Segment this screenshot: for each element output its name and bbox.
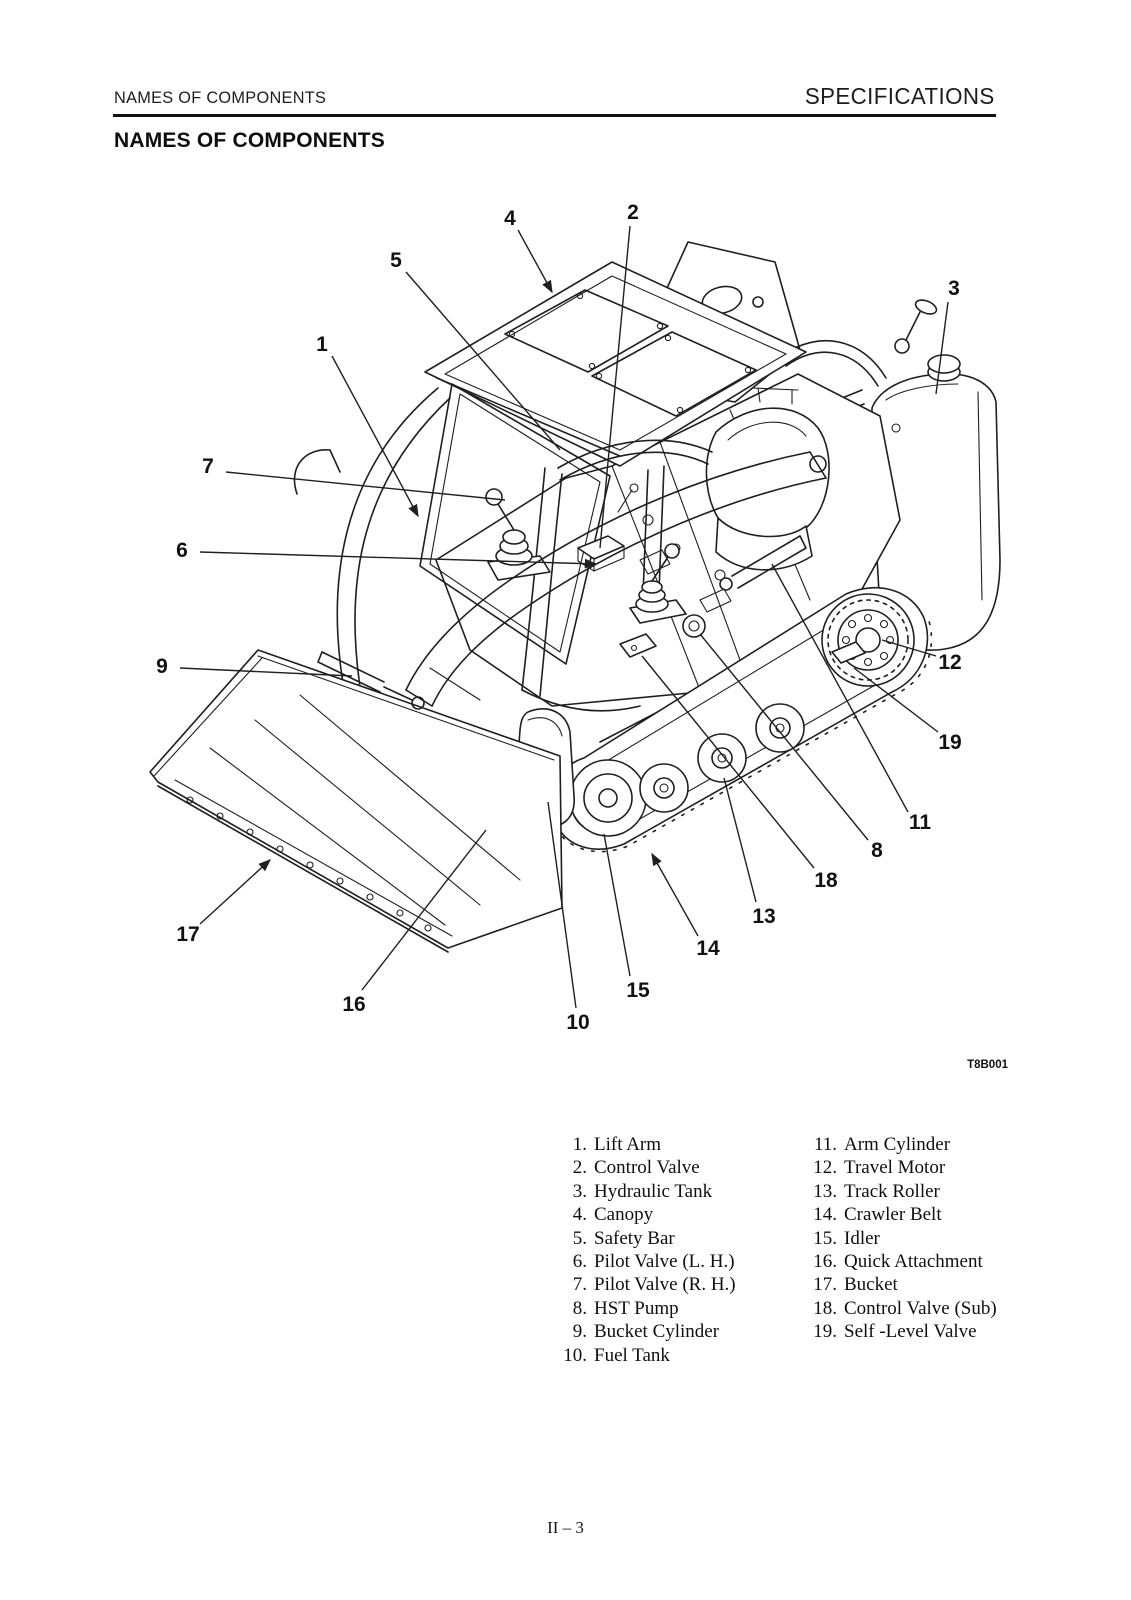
part-number: 10. bbox=[563, 1344, 587, 1366]
part-name: Pilot Valve (L. H.) bbox=[594, 1251, 735, 1273]
callout-15: 15 bbox=[626, 979, 650, 1002]
part-name: Travel Motor bbox=[844, 1157, 946, 1179]
part-name: Idler bbox=[844, 1227, 880, 1249]
parts-list-item: 16. Quick Attachment bbox=[795, 1250, 997, 1273]
callout-13: 13 bbox=[752, 905, 775, 928]
callout-9: 9 bbox=[156, 655, 168, 678]
part-number: 18. bbox=[813, 1297, 837, 1319]
callout-4: 4 bbox=[504, 207, 516, 230]
parts-list-column-left: 1. Lift Arm 2. Control Valve 3. Hydraulic T… bbox=[545, 1133, 795, 1367]
part-number: 13. bbox=[813, 1180, 837, 1202]
part-name: Bucket Cylinder bbox=[594, 1321, 720, 1343]
part-name: Lift Arm bbox=[594, 1134, 662, 1155]
part-name: Bucket bbox=[844, 1274, 898, 1296]
part-number: 1. bbox=[572, 1134, 587, 1155]
part-name: Pilot Valve (R. H.) bbox=[594, 1274, 736, 1296]
part-number: 12. bbox=[813, 1157, 837, 1179]
part-number: 17. bbox=[813, 1274, 837, 1296]
part-name: Arm Cylinder bbox=[844, 1134, 951, 1155]
callout-17: 17 bbox=[176, 923, 199, 946]
parts-list-item: 2. Control Valve bbox=[545, 1156, 795, 1179]
parts-list-item: 17. Bucket bbox=[795, 1273, 997, 1296]
parts-list: 1. Lift Arm 2. Control Valve 3. Hydraulic T… bbox=[545, 1133, 1015, 1367]
callout-16: 16 bbox=[342, 993, 365, 1016]
callout-14: 14 bbox=[696, 937, 720, 960]
part-number: 19. bbox=[813, 1321, 837, 1343]
callout-12: 12 bbox=[938, 651, 961, 674]
callout-6: 6 bbox=[176, 539, 188, 562]
parts-list-item: 5. Safety Bar bbox=[545, 1227, 795, 1250]
part-number: 9. bbox=[572, 1321, 587, 1343]
part-name: Self -Level Valve bbox=[844, 1321, 977, 1343]
part-number: 8. bbox=[572, 1297, 587, 1319]
callout-11: 11 bbox=[909, 811, 932, 834]
header-divider bbox=[113, 114, 996, 117]
callout-10: 10 bbox=[566, 1011, 589, 1034]
parts-list-item: 3. Hydraulic Tank bbox=[545, 1180, 795, 1203]
parts-list-item: 15. Idler bbox=[795, 1227, 997, 1250]
parts-list-column-right: 11. Arm Cylinder 12. Travel Motor 13. Track… bbox=[795, 1133, 997, 1367]
callout-18: 18 bbox=[814, 869, 838, 892]
part-number: 2. bbox=[572, 1157, 587, 1179]
parts-list-item: 18. Control Valve (Sub) bbox=[795, 1297, 997, 1320]
parts-list-item: 4. Canopy bbox=[545, 1203, 795, 1226]
parts-list-item: 9. Bucket Cylinder bbox=[545, 1320, 795, 1343]
running-header-section: NAMES OF COMPONENTS bbox=[114, 88, 327, 107]
part-number: 5. bbox=[572, 1227, 587, 1249]
callout-8: 8 bbox=[871, 839, 883, 862]
part-name: Canopy bbox=[594, 1204, 654, 1226]
leader-lines bbox=[179, 225, 949, 1009]
callout-5: 5 bbox=[390, 249, 402, 272]
part-name: Track Roller bbox=[844, 1180, 940, 1202]
part-name: Safety Bar bbox=[594, 1227, 675, 1249]
parts-list-item: 13. Track Roller bbox=[795, 1180, 997, 1203]
parts-list-item: 10. Fuel Tank bbox=[545, 1344, 795, 1367]
parts-list-item: 12. Travel Motor bbox=[795, 1156, 997, 1179]
part-number: 6. bbox=[572, 1251, 587, 1273]
part-number: 4. bbox=[572, 1204, 587, 1226]
part-name: Control Valve (Sub) bbox=[844, 1297, 997, 1319]
part-number: 16. bbox=[813, 1251, 837, 1273]
part-number: 14. bbox=[813, 1204, 837, 1226]
parts-list-item: 1. Lift Arm bbox=[545, 1133, 795, 1156]
page-number: II – 3 bbox=[547, 1518, 584, 1537]
part-number: 11. bbox=[813, 1134, 837, 1155]
callout-3: 3 bbox=[948, 277, 960, 300]
callout-labels: 1 2 3 4 5 6 7 8 9 10 11 12 13 14 15 16 1… bbox=[156, 201, 962, 1034]
part-number: 15. bbox=[813, 1227, 837, 1249]
parts-list-item: 8. HST Pump bbox=[545, 1297, 795, 1320]
parts-list-item: 19. Self -Level Valve bbox=[795, 1320, 997, 1343]
part-name: Hydraulic Tank bbox=[594, 1180, 713, 1202]
parts-list-item: 6. Pilot Valve (L. H.) bbox=[545, 1250, 795, 1273]
parts-list-item: 11. Arm Cylinder bbox=[795, 1133, 997, 1156]
callout-7: 7 bbox=[202, 455, 214, 478]
page-title: NAMES OF COMPONENTS bbox=[114, 129, 385, 152]
parts-list-item: 14. Crawler Belt bbox=[795, 1203, 997, 1226]
part-name: Fuel Tank bbox=[594, 1344, 670, 1366]
part-name: HST Pump bbox=[594, 1297, 679, 1319]
callout-19: 19 bbox=[938, 731, 961, 754]
parts-list-item: 7. Pilot Valve (R. H.) bbox=[545, 1273, 795, 1296]
callout-1: 1 bbox=[316, 333, 328, 356]
part-number: 3. bbox=[572, 1180, 587, 1202]
part-number: 7. bbox=[572, 1274, 587, 1296]
running-header-chapter: SPECIFICATIONS bbox=[805, 83, 995, 109]
part-name: Quick Attachment bbox=[844, 1251, 983, 1273]
part-name: Crawler Belt bbox=[844, 1204, 942, 1226]
callout-2: 2 bbox=[627, 201, 639, 224]
figure-code: T8B001 bbox=[967, 1059, 1008, 1071]
machine-illustration bbox=[149, 241, 1001, 953]
part-name: Control Valve bbox=[594, 1157, 700, 1179]
